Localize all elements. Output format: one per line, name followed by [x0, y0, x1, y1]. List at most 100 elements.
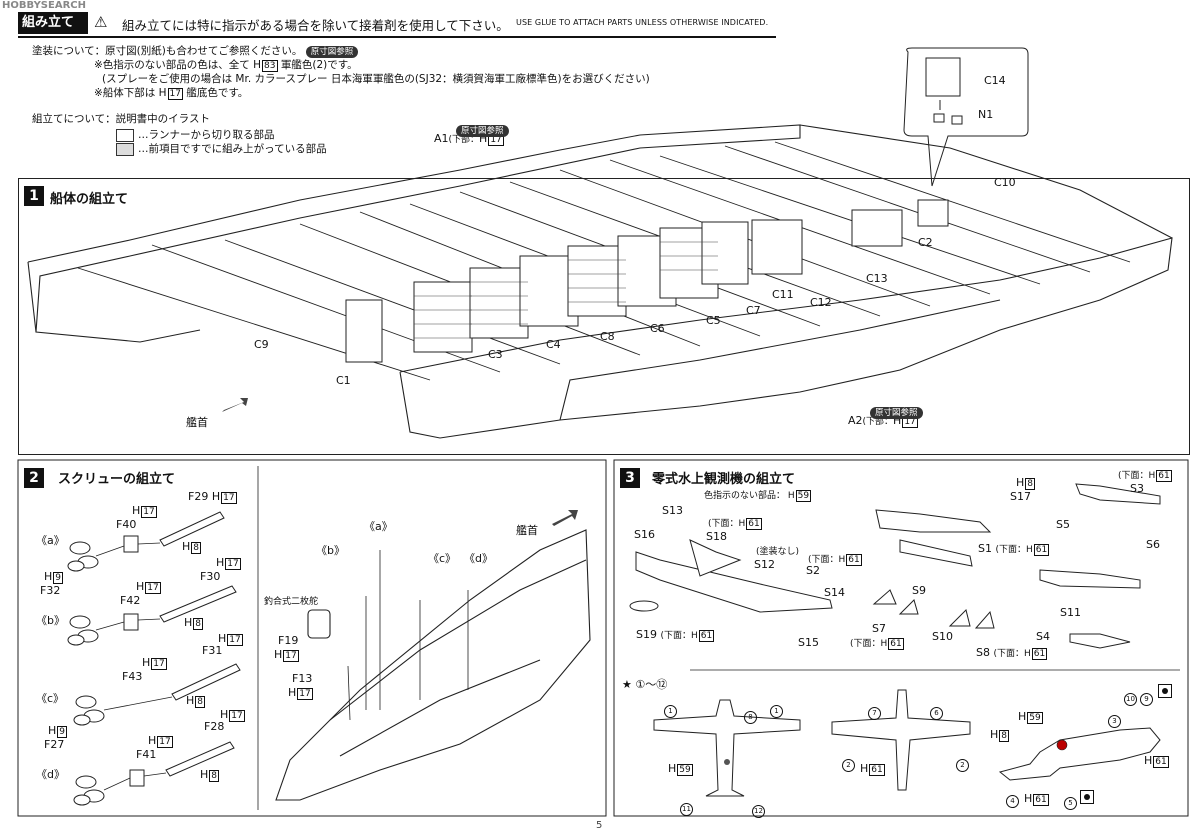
- section-title: 組み立て: [18, 12, 88, 34]
- label-variant-d: 《d》: [36, 768, 65, 781]
- label-s5: S5: [1056, 518, 1070, 531]
- label-stern-c: 《c》: [428, 552, 457, 565]
- label-s17: S17: [1010, 490, 1031, 503]
- decal-1b: 1: [770, 698, 783, 718]
- ref-tag-a1: 原寸図参照: [456, 118, 509, 137]
- label-c5: C5: [706, 314, 721, 327]
- label-s13: S13: [662, 504, 683, 517]
- label-s12: S12: [754, 558, 775, 571]
- page-number: 5: [596, 820, 603, 831]
- legend-box-runner: [116, 128, 134, 142]
- label-c12: C12: [810, 296, 832, 309]
- step3-title: 零式水上観測機の組立て: [652, 472, 796, 487]
- label-c4: C4: [546, 338, 561, 351]
- assembly-notes: 組立てについて：説明書中のイラスト …ランナーから切り取る部品 …前項目ですでに…: [32, 113, 327, 156]
- label-f32: F32: [40, 584, 61, 597]
- label-c3: C3: [488, 348, 503, 361]
- warning-icon: ⚠: [94, 13, 108, 31]
- label-s18: S18: [706, 530, 727, 543]
- step3-number: 3: [620, 468, 640, 488]
- label-bow-2: 艦首: [516, 524, 538, 537]
- decal-1a: 1: [664, 698, 677, 718]
- label-s10: S10: [932, 630, 953, 643]
- step2-number: 2: [24, 468, 44, 488]
- label-c14: C14: [984, 74, 1006, 87]
- paint-notes: 塗装について：原寸図(別紙)も合わせてご参照ください。 原寸図参照 ※色指示のな…: [32, 45, 650, 100]
- decal-11: 11: [680, 796, 693, 816]
- label-c8: C8: [600, 330, 615, 343]
- ref-tag: 原寸図参照: [305, 46, 359, 58]
- decal-9: 9: [1140, 686, 1153, 706]
- label-s15: S15: [798, 636, 819, 649]
- label-s12-nopaint: (塗装なし): [756, 547, 800, 557]
- decal-2b: 2: [956, 752, 969, 772]
- label-n1: N1: [978, 108, 994, 121]
- decal-12: 12: [752, 798, 765, 818]
- label-c6: C6: [650, 322, 665, 335]
- decal-5: 5: [1064, 790, 1077, 810]
- label-f28: F28: [204, 720, 225, 733]
- decal-2a: 2: [842, 752, 855, 772]
- label-c13: C13: [866, 272, 888, 285]
- label-f27: F27: [44, 738, 65, 751]
- label-f40: F40: [116, 518, 137, 531]
- step1-number: 1: [24, 186, 44, 206]
- label-f41: F41: [136, 748, 157, 761]
- ref-tag-a2: 原寸図参照: [870, 400, 923, 419]
- label-c9: C9: [254, 338, 269, 351]
- label-c7: C7: [746, 304, 761, 317]
- label-f42: F42: [120, 594, 141, 607]
- decal-roundel-a: [1158, 684, 1172, 698]
- label-f30: F30: [200, 570, 221, 583]
- label-f19: F19: [278, 634, 299, 647]
- decal-3: 3: [1108, 708, 1121, 728]
- legend-box-assembled: [116, 142, 134, 156]
- label-f31: F31: [202, 644, 223, 657]
- label-stern-a: 《a》: [364, 520, 393, 533]
- paint-head: 塗装について：原寸図(別紙)も合わせてご参照ください。: [32, 45, 303, 57]
- label-bow: 艦首: [186, 416, 208, 429]
- label-f43: F43: [122, 670, 143, 683]
- label-s2: S2: [806, 564, 820, 577]
- decal-roundel-b: [1080, 790, 1094, 804]
- label-rudder: 釣合式二枚舵: [264, 597, 319, 607]
- decal-7: 7: [868, 700, 881, 720]
- step2-title: スクリューの組立て: [58, 472, 176, 487]
- label-stern-b: 《b》: [316, 544, 345, 557]
- assembly-head: 組立てについて：説明書中のイラスト: [32, 113, 210, 125]
- label-variant-a: 《a》: [36, 534, 65, 547]
- glue-note-jp: 組み立てには特に指示がある場合を除いて接着剤を使用して下さい。: [122, 18, 509, 33]
- spray-note: (スプレーをご使用の場合は Mr. カラースプレー 日本海軍軍艦色の(SJ32：…: [102, 73, 650, 85]
- label-s4: S4: [1036, 630, 1050, 643]
- label-s7: S7: [872, 622, 886, 635]
- label-c11: C11: [772, 288, 794, 301]
- label-f13: F13: [292, 672, 313, 685]
